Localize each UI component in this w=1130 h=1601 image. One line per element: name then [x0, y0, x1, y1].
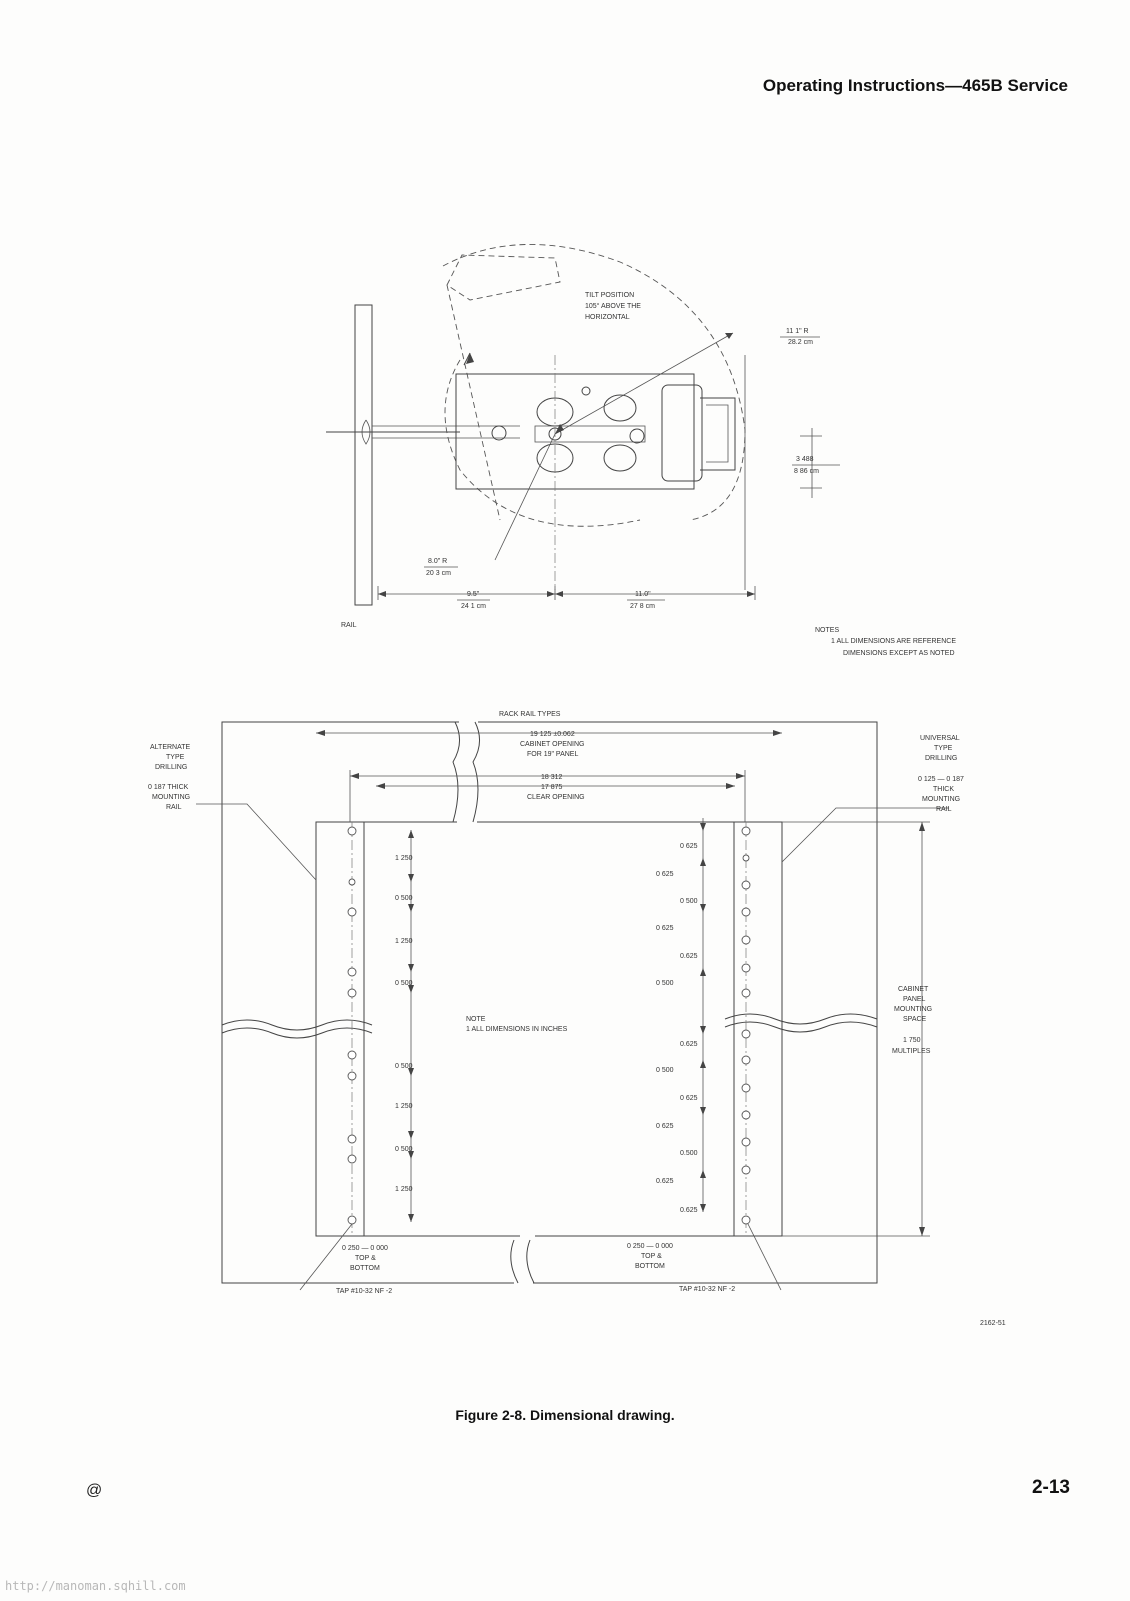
right-dim-2: 0 625: [656, 871, 674, 878]
opening-panel: FOR 19" PANEL: [527, 751, 578, 758]
right-dim-12: 0.625: [656, 1178, 674, 1185]
uni-label-7: RAIL: [936, 806, 952, 813]
running-header: Operating Instructions—465B Service: [762, 76, 1068, 95]
right-dim-8: 0 500: [656, 1067, 674, 1074]
instrument-body: [455, 373, 695, 490]
left-dim-3: 1 250: [395, 938, 413, 945]
uni-label-3: DRILLING: [925, 755, 957, 762]
left-dim-1: 1 250: [395, 855, 413, 862]
right-rail: [733, 821, 783, 1237]
clear-dim-1: 18 312: [541, 774, 563, 781]
cabinet-label-4: SPACE: [903, 1016, 927, 1023]
alt-label-3: DRILLING: [155, 764, 187, 771]
right-dim-9: 0 625: [680, 1095, 698, 1102]
height-cm: 8 86 cm: [794, 468, 819, 475]
r8-inch: 8.0" R: [428, 558, 447, 565]
right-dim-6: 0 500: [656, 980, 674, 987]
right-dim-1: 0 625: [680, 843, 698, 850]
alt-label-6: RAIL: [166, 804, 182, 811]
footer-url[interactable]: http://manoman.sqhill.com: [5, 1579, 186, 1593]
tilt-side-view: TILT POSITION 105° ABOVE THE HORIZONTAL …: [326, 244, 956, 657]
right-dim-11: 0.500: [680, 1150, 698, 1157]
alt-label-1: ALTERNATE: [150, 744, 191, 751]
left-dim-2: 0 500: [395, 895, 413, 902]
alt-label-5: MOUNTING: [152, 794, 190, 801]
left-dim-8: 1 250: [395, 1186, 413, 1193]
rail-post: [354, 304, 373, 606]
notes-line-1: 1 ALL DIMENSIONS ARE REFERENCE: [831, 638, 956, 645]
right-dim-7: 0.625: [680, 1041, 698, 1048]
cabinet-label-1: CABINET: [898, 986, 929, 993]
top-bottom-left-2: TOP &: [355, 1255, 376, 1262]
r11-inch: 11 1" R: [786, 328, 809, 335]
clear-dim-2: 17 875: [541, 784, 563, 791]
notes-line-2: DIMENSIONS EXCEPT AS NOTED: [843, 650, 955, 657]
rail-label: RAIL: [341, 622, 357, 629]
opening-dim: 19 125 ±0.062: [530, 731, 575, 738]
tap-left: TAP #10-32 NF -2: [336, 1288, 392, 1295]
corner-mark: @: [86, 1482, 103, 1499]
top-bottom-left-3: BOTTOM: [350, 1265, 380, 1272]
w11-cm: 27 8 cm: [630, 603, 655, 610]
left-dim-6: 1 250: [395, 1103, 413, 1110]
top-bottom-right-3: BOTTOM: [635, 1263, 665, 1270]
drawing-code: 2162-51: [980, 1320, 1006, 1327]
left-dim-7: 0 500: [395, 1146, 413, 1153]
cabinet-label-3: MOUNTING: [894, 1006, 932, 1013]
top-bottom-right-1: 0 250 — 0 000: [627, 1243, 673, 1250]
alt-label-2: TYPE: [166, 754, 185, 761]
top-bottom-right-2: TOP &: [641, 1253, 662, 1260]
left-rail: [315, 821, 365, 1237]
tilt-label-3: HORIZONTAL: [585, 314, 630, 321]
figure-caption: Figure 2-8. Dimensional drawing.: [455, 1407, 675, 1423]
left-dim-5: 0 500: [395, 1063, 413, 1070]
right-dim-4: 0 625: [656, 925, 674, 932]
notes-title: NOTES: [815, 627, 839, 634]
rack-rail-title: RACK RAIL TYPES: [499, 711, 561, 718]
r11-cm: 28.2 cm: [788, 339, 813, 346]
tilt-arc: [442, 244, 746, 521]
right-dim-13: 0.625: [680, 1207, 698, 1214]
right-dim-5: 0.625: [680, 953, 698, 960]
opening-label: CABINET OPENING: [520, 741, 584, 748]
uni-label-5: THICK: [933, 786, 954, 793]
left-dim-4: 0 500: [395, 980, 413, 987]
tilt-label-1: TILT POSITION: [585, 292, 634, 299]
right-dim-3: 0 500: [680, 898, 698, 905]
tilt-label-2: 105° ABOVE THE: [585, 302, 641, 310]
w95-cm: 24 1 cm: [461, 603, 486, 610]
uni-label-4: 0 125 — 0 187: [918, 776, 964, 783]
cabinet-label-2: PANEL: [903, 996, 926, 1003]
w95-inch: 9.5": [467, 591, 480, 598]
clear-label: CLEAR OPENING: [527, 794, 585, 801]
note-line: 1 ALL DIMENSIONS IN INCHES: [466, 1026, 568, 1033]
uni-label-1: UNIVERSAL: [920, 735, 960, 742]
uni-label-6: MOUNTING: [922, 796, 960, 803]
alt-label-4: 0 187 THICK: [148, 784, 189, 791]
height-inch: 3 488: [796, 456, 814, 463]
tap-right: TAP #10-32 NF -2: [679, 1286, 735, 1293]
r8-cm: 20 3 cm: [426, 570, 451, 577]
rack-rail-drawing: RACK RAIL TYPES ALTERNATE TYPE DRILLING …: [148, 711, 1006, 1327]
w11-inch: 11.0": [635, 591, 651, 598]
page-number: 2-13: [1031, 1477, 1070, 1498]
top-bottom-left-1: 0 250 — 0 000: [342, 1245, 388, 1252]
cabinet-label-6: MULTIPLES: [892, 1048, 931, 1055]
cabinet-label-5: 1 750: [903, 1037, 921, 1044]
uni-label-2: TYPE: [934, 745, 953, 752]
right-dim-10: 0 625: [656, 1123, 674, 1130]
note-title: NOTE: [466, 1016, 486, 1023]
